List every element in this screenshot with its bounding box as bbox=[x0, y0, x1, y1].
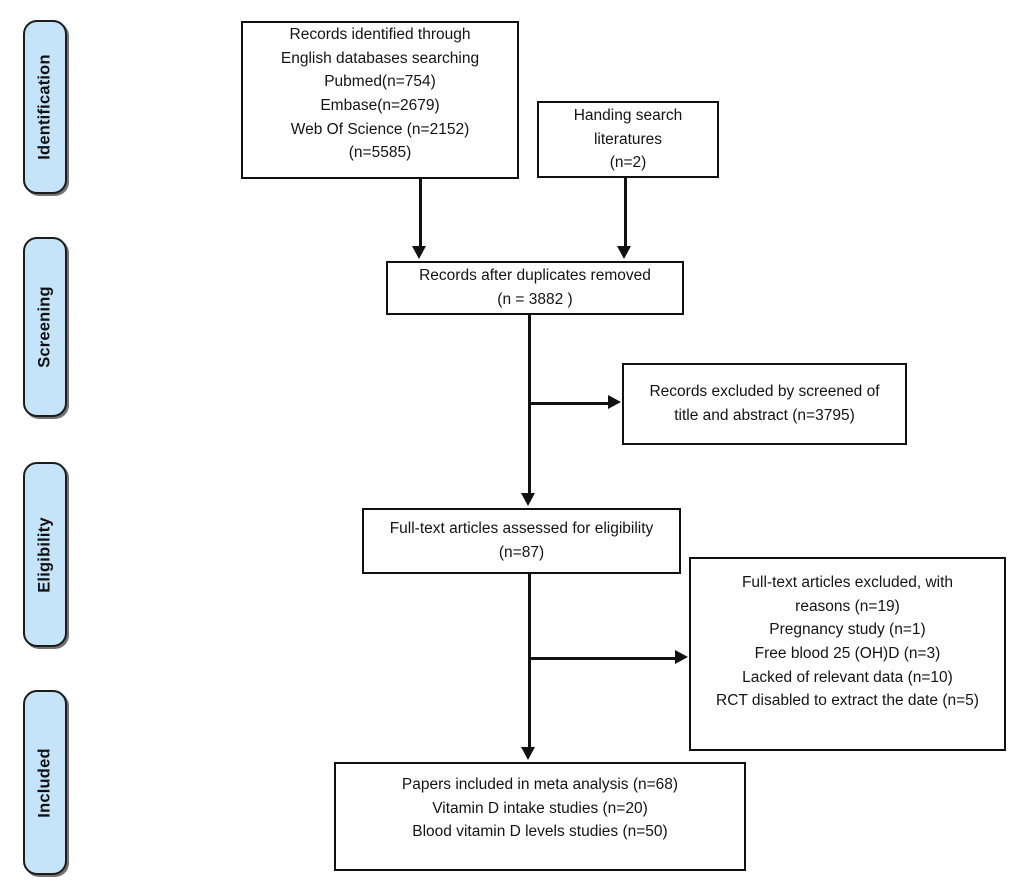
stage-pill-included: Included bbox=[23, 690, 67, 875]
box-papers-included-text: Papers included in meta analysis (n=68) … bbox=[401, 776, 679, 841]
box-fulltext-excluded-text: Full-text articles excluded, with reason… bbox=[716, 574, 979, 710]
stage-pill-eligibility: Eligibility bbox=[23, 462, 67, 647]
arrowhead-handsearch-to-duplicates bbox=[617, 246, 631, 259]
box-fulltext-excluded: Full-text articles excluded, with reason… bbox=[689, 557, 1006, 751]
stage-label-identification: Identification bbox=[35, 54, 54, 160]
box-records-after-duplicates-removed-text: Records after duplicates removed (n = 38… bbox=[419, 267, 651, 308]
connector-fulltext-to-included bbox=[528, 574, 531, 749]
arrowhead-duplicates-to-records-excluded bbox=[608, 395, 621, 409]
connector-duplicates-to-fulltext bbox=[528, 315, 531, 495]
box-records-after-duplicates-removed: Records after duplicates removed (n = 38… bbox=[386, 261, 684, 315]
stage-pill-identification: Identification bbox=[23, 20, 67, 194]
connector-duplicates-to-records-excluded bbox=[528, 402, 610, 405]
arrowhead-duplicates-to-fulltext bbox=[521, 493, 535, 506]
stage-pill-screening: Screening bbox=[23, 237, 67, 417]
box-records-identified-text: Records identified through English datab… bbox=[280, 26, 480, 162]
connector-fulltext-to-fulltext-excluded bbox=[528, 657, 677, 660]
box-records-excluded-text: Records excluded by screened of title an… bbox=[649, 383, 880, 424]
stage-label-included: Included bbox=[35, 747, 54, 818]
box-records-identified: Records identified through English datab… bbox=[241, 21, 519, 179]
connector-handsearch-to-duplicates bbox=[624, 177, 627, 248]
arrowhead-fulltext-to-included bbox=[521, 747, 535, 760]
box-fulltext-assessed-text: Full-text articles assessed for eligibil… bbox=[389, 520, 654, 561]
stage-label-eligibility: Eligibility bbox=[35, 516, 54, 593]
arrowhead-identified-to-duplicates bbox=[412, 246, 426, 259]
arrowhead-fulltext-to-fulltext-excluded bbox=[675, 650, 688, 664]
box-fulltext-assessed: Full-text articles assessed for eligibil… bbox=[362, 508, 681, 574]
box-records-excluded: Records excluded by screened of title an… bbox=[622, 363, 907, 445]
box-handsearch-literature: Handing search literatures (n=2) bbox=[537, 101, 719, 178]
connector-identified-to-duplicates bbox=[419, 178, 422, 248]
box-handsearch-literature-text: Handing search literatures (n=2) bbox=[573, 107, 683, 172]
box-papers-included: Papers included in meta analysis (n=68) … bbox=[334, 762, 746, 871]
stage-label-screening: Screening bbox=[35, 286, 54, 368]
